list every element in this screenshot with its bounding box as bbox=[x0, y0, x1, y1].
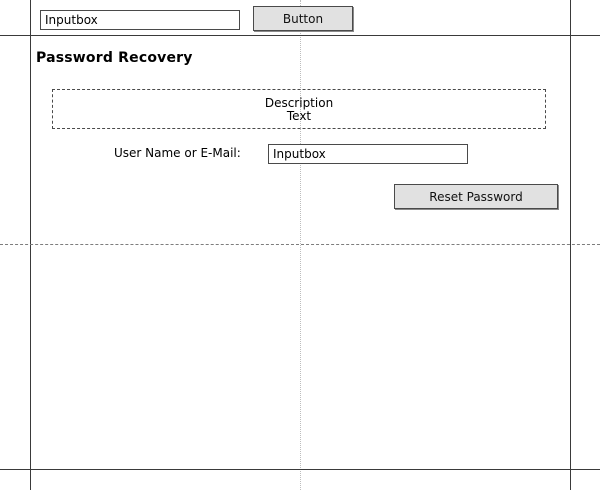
description-box: Description Text bbox=[52, 89, 546, 129]
page-title: Password Recovery bbox=[36, 50, 193, 66]
description-line-1: Description bbox=[264, 96, 334, 110]
description-line-2: Text bbox=[286, 109, 312, 123]
header-guide-line bbox=[0, 35, 600, 36]
top-search-input[interactable] bbox=[40, 10, 240, 30]
right-guide-line bbox=[570, 0, 571, 490]
left-guide-line bbox=[30, 0, 31, 490]
reset-password-button[interactable]: Reset Password bbox=[394, 184, 558, 209]
fold-guide-line bbox=[0, 244, 600, 245]
top-button[interactable]: Button bbox=[253, 6, 353, 31]
username-email-input[interactable] bbox=[268, 144, 468, 164]
footer-guide-line bbox=[0, 469, 600, 470]
username-label: User Name or E-Mail: bbox=[114, 146, 241, 160]
center-guide-line bbox=[300, 0, 301, 490]
